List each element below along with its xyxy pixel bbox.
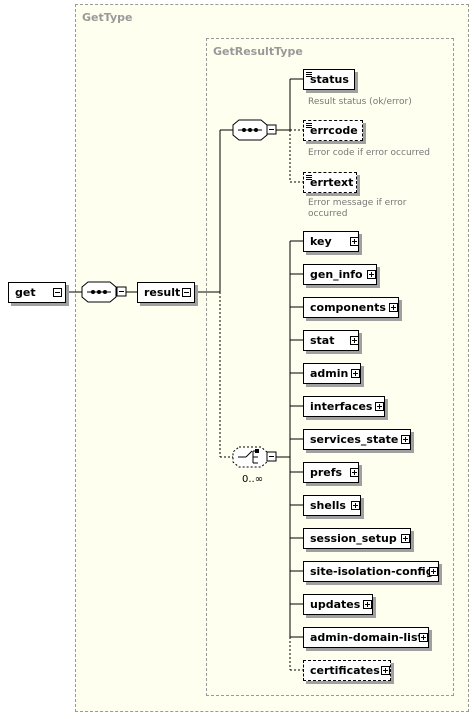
element-result-label: result [144,286,181,299]
element-shells[interactable]: shells [303,495,361,516]
element-get-label: get [15,286,36,299]
expand-icon[interactable] [429,567,438,576]
element-errtext-label: errtext [310,176,354,189]
element-key-label: key [310,235,332,248]
element-errcode-label: errcode [310,124,358,137]
documentation-icon [306,175,312,181]
element-site-isolation-config[interactable]: site-isolation-config [303,561,439,582]
element-errcode[interactable]: errcode [303,120,363,141]
expand-icon[interactable] [350,336,359,345]
element-errtext[interactable]: errtext [303,172,357,193]
element-services-state-label: services_state [310,433,399,446]
element-stat-label: stat [310,334,335,347]
element-interfaces[interactable]: interfaces [303,396,385,417]
element-gen-info-label: gen_info [310,268,363,281]
element-admin-domain-list[interactable]: admin-domain-list [303,627,429,648]
element-errcode-doc: Error code if error occurred [308,148,430,158]
expand-icon[interactable] [350,237,359,246]
element-stat[interactable]: stat [303,330,359,351]
collapse-icon[interactable] [182,288,191,297]
element-gen-info[interactable]: gen_info [303,264,377,285]
getresulttype-title: GetResultType [213,45,303,58]
expand-icon[interactable] [381,666,390,675]
choice-compositor [232,446,277,468]
documentation-icon [306,72,312,78]
expand-icon[interactable] [351,369,360,378]
element-site-isolation-config-label: site-isolation-config [310,565,434,578]
collapse-icon[interactable] [53,288,62,297]
element-errtext-doc: Error message if error occurred [308,198,407,219]
expand-icon[interactable] [401,534,410,543]
expand-icon[interactable] [389,303,398,312]
sequence-compositor-result [232,119,277,141]
element-interfaces-label: interfaces [310,400,373,413]
element-prefs[interactable]: prefs [303,462,359,483]
expand-icon[interactable] [367,270,376,279]
element-status[interactable]: status [303,69,355,90]
gettype-title: GetType [82,11,133,24]
expand-icon[interactable] [375,402,384,411]
choice-occurrence: 0..∞ [242,474,264,485]
element-key[interactable]: key [303,231,359,252]
element-certificates-label: certificates [310,664,380,677]
expand-icon[interactable] [419,633,428,642]
element-components[interactable]: components [303,297,399,318]
element-admin-domain-list-label: admin-domain-list [310,631,423,644]
element-result[interactable]: result [137,282,195,303]
documentation-icon [306,123,312,129]
element-session-setup-label: session_setup [310,532,397,545]
element-get[interactable]: get [8,282,66,303]
element-admin[interactable]: admin [303,363,361,384]
element-admin-label: admin [310,367,349,380]
element-components-label: components [310,301,386,314]
element-prefs-label: prefs [310,466,343,479]
element-shells-label: shells [310,499,346,512]
expand-icon[interactable] [351,501,360,510]
getresulttype-box: GetResultType [206,38,454,696]
element-updates[interactable]: updates [303,594,373,615]
element-updates-label: updates [310,598,361,611]
expand-icon[interactable] [401,435,410,444]
element-services-state[interactable]: services_state [303,429,411,450]
element-session-setup[interactable]: session_setup [303,528,411,549]
element-status-doc: Result status (ok/error) [308,97,412,107]
sequence-compositor-root [81,281,127,303]
element-certificates[interactable]: certificates [303,660,391,681]
element-status-label: status [310,73,349,86]
expand-icon[interactable] [363,600,372,609]
expand-icon[interactable] [350,468,359,477]
